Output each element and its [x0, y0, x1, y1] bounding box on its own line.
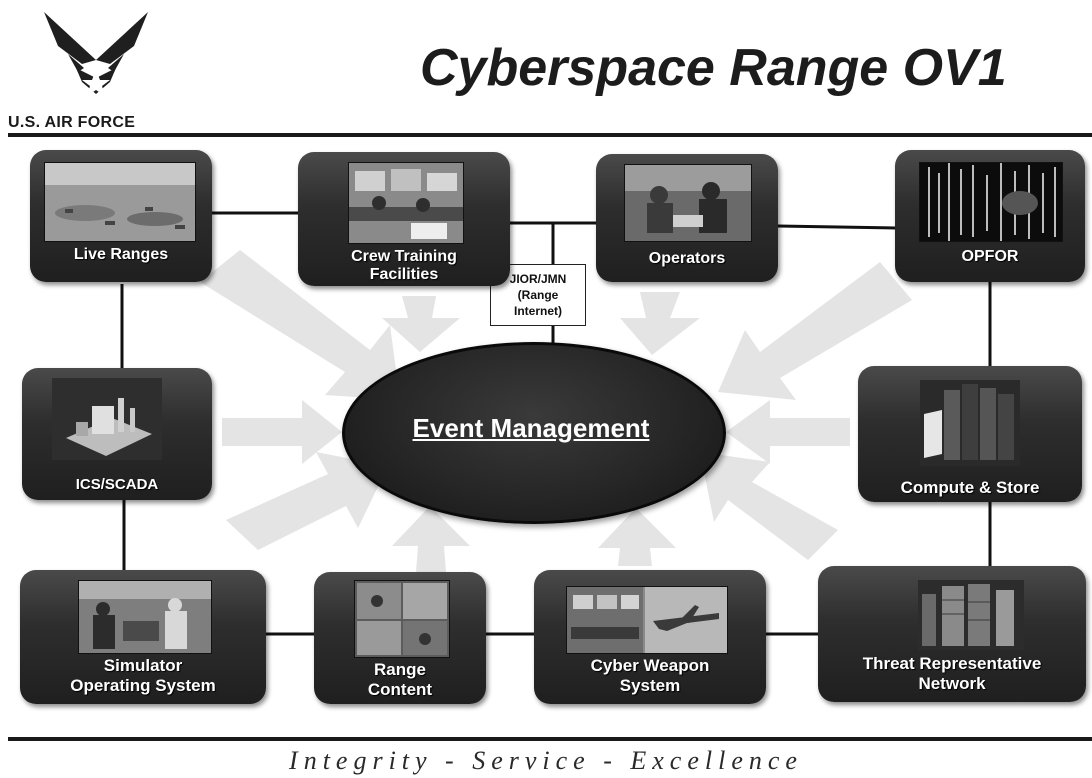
footer-rule: [8, 737, 1092, 741]
node-compute-store: Compute & Store: [858, 366, 1082, 502]
arrow-from-live-ranges: [200, 250, 400, 400]
event-management-hub: [342, 342, 726, 524]
opfor-label: OPFOR: [961, 248, 1019, 265]
arrow-from-cyber-weapon: [598, 508, 676, 566]
node-crew-training: Crew Training Facilities: [298, 152, 510, 286]
operators-image: [624, 164, 752, 242]
connectors: [120, 211, 992, 636]
org-wordmark: U.S. AIR FORCE: [8, 114, 136, 131]
event-management-label: Event Management: [412, 413, 650, 443]
crew-training-image: [348, 162, 464, 244]
arrow-from-ics: [222, 400, 342, 464]
inbound-arrows: [200, 250, 912, 572]
simulator-label-line-1: Simulator: [103, 656, 183, 675]
slide-title: Cyberspace Range OV1: [420, 39, 1007, 97]
simulator-label-line-2: Operating System: [70, 675, 216, 695]
arrow-from-simulator: [226, 452, 388, 550]
callout-line-3: Internet): [514, 304, 562, 318]
threat-network-label: Threat Representative Network: [818, 654, 1086, 693]
threat-network-label-line-2: Network: [918, 673, 986, 693]
arrow-from-compute: [726, 400, 850, 464]
node-live-ranges: Live Ranges: [30, 150, 212, 282]
operators-label: Operators: [648, 250, 726, 267]
ics-scada-image: [52, 378, 162, 460]
arrow-from-operators: [620, 292, 700, 355]
node-operators: Operators: [596, 154, 778, 282]
callout-line-2: (Range: [517, 288, 559, 302]
header-rule: [8, 133, 1092, 137]
threat-network-label-line-1: Threat Representative: [862, 654, 1042, 673]
node-cyber-weapon: Cyber Weapon System: [534, 570, 766, 704]
crew-training-label: Crew Training Facilities: [298, 248, 510, 285]
ics-scada-label: ICS/SCADA: [75, 476, 159, 493]
crew-training-label-line-1: Crew Training: [351, 248, 457, 265]
node-simulator: Simulator Operating System: [20, 570, 266, 704]
live-ranges-label: Live Ranges: [73, 246, 169, 263]
live-ranges-image: [44, 162, 196, 242]
arrow-from-range-content: [392, 506, 470, 572]
cyber-weapon-image: [566, 586, 728, 654]
range-content-label: Range Content: [314, 660, 486, 699]
range-content-image: [354, 580, 450, 658]
range-content-label-line-2: Content: [367, 679, 433, 699]
arrow-from-opfor: [718, 262, 912, 400]
cyber-weapon-label-line-2: System: [619, 675, 681, 695]
simulator-label: Simulator Operating System: [20, 656, 266, 695]
node-ics-scada: ICS/SCADA: [22, 368, 212, 500]
range-content-label-line-1: Range: [374, 660, 426, 679]
callout-line-1: JIOR/JMN: [509, 272, 567, 286]
cyber-weapon-label: Cyber Weapon System: [534, 656, 766, 695]
footer-motto: Integrity - Service - Excellence: [289, 746, 803, 775]
crew-training-label-line-2: Facilities: [369, 266, 439, 284]
air-force-logo: [44, 12, 148, 96]
node-range-content: Range Content: [314, 572, 486, 704]
arrow-from-threat: [700, 452, 838, 560]
link-operators-opfor: [777, 224, 896, 230]
opfor-image: [919, 162, 1063, 242]
simulator-image: [78, 580, 212, 654]
node-threat-network: Threat Representative Network: [818, 566, 1086, 702]
arrow-from-crew-training: [382, 296, 460, 352]
node-opfor: OPFOR: [895, 150, 1085, 282]
threat-network-image: [918, 580, 1024, 650]
compute-store-label: Compute & Store: [900, 478, 1040, 497]
compute-store-image: [920, 380, 1020, 466]
cyber-weapon-label-line-1: Cyber Weapon: [590, 656, 710, 675]
